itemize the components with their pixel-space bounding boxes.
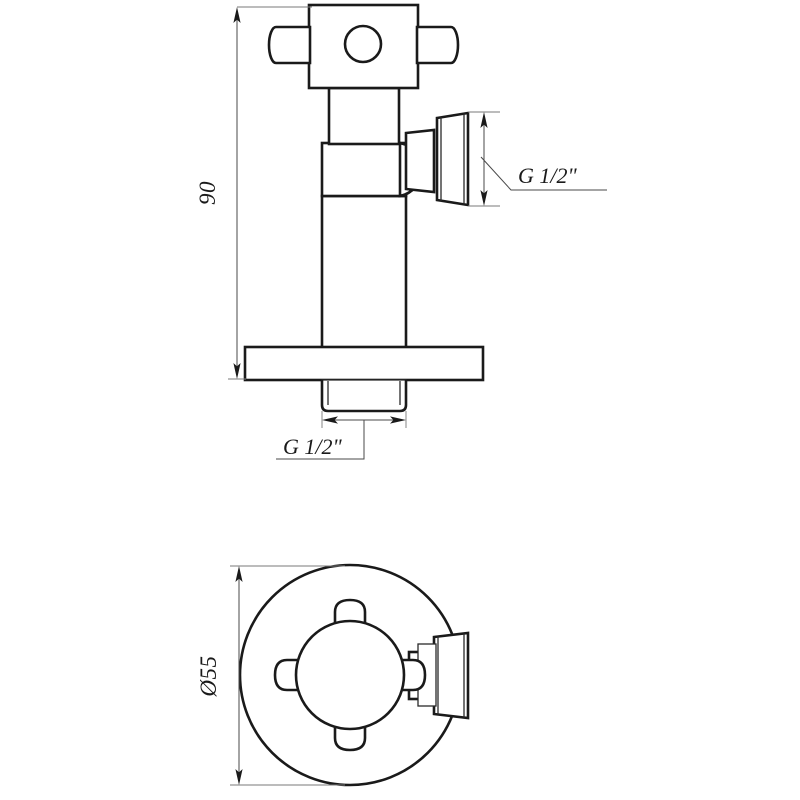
outlet-thread-label: G 1/2" [518, 163, 578, 188]
inlet-thread-dimension: G 1/2" [276, 411, 407, 460]
wall-flange [243, 345, 485, 382]
front-elevation-view [243, 3, 485, 413]
plan-side-outlet-nut [432, 631, 470, 720]
flange-diameter-label: Ø55 [196, 655, 221, 697]
height-dim-arrow-top [233, 7, 241, 23]
valve-mid-body [320, 141, 408, 198]
height-dim-label: 90 [195, 181, 220, 205]
handle-center-hole [343, 24, 383, 64]
side-outlet-collar [404, 128, 436, 194]
inlet-dim-arrow-right [390, 416, 406, 424]
handle-right-lobe [415, 25, 460, 65]
height-dim-arrow-bottom [233, 363, 241, 379]
plan-handle-hub [294, 619, 406, 731]
flange-diameter-dimension: Ø55 [196, 565, 345, 786]
outlet-dim-arrow-bottom [480, 190, 488, 206]
height-dimension: 90 [195, 6, 312, 380]
valve-lower-stem [320, 194, 408, 350]
inlet-spigot [320, 379, 408, 413]
top-plan-view [238, 563, 470, 787]
inlet-dim-leader [276, 420, 365, 460]
diam-dim-arrow-top [235, 566, 243, 582]
valve-neck [327, 86, 401, 146]
diam-dim-arrow-bottom [235, 769, 243, 785]
side-outlet-nut [435, 111, 470, 207]
outlet-dim-arrow-top [480, 112, 488, 128]
handle-left-lobe [267, 25, 312, 65]
inlet-dim-arrow-left [322, 416, 338, 424]
outlet-thread-dimension: G 1/2" [468, 111, 607, 207]
inlet-thread-label: G 1/2" [283, 434, 343, 459]
outlet-dim-leader [480, 156, 607, 191]
